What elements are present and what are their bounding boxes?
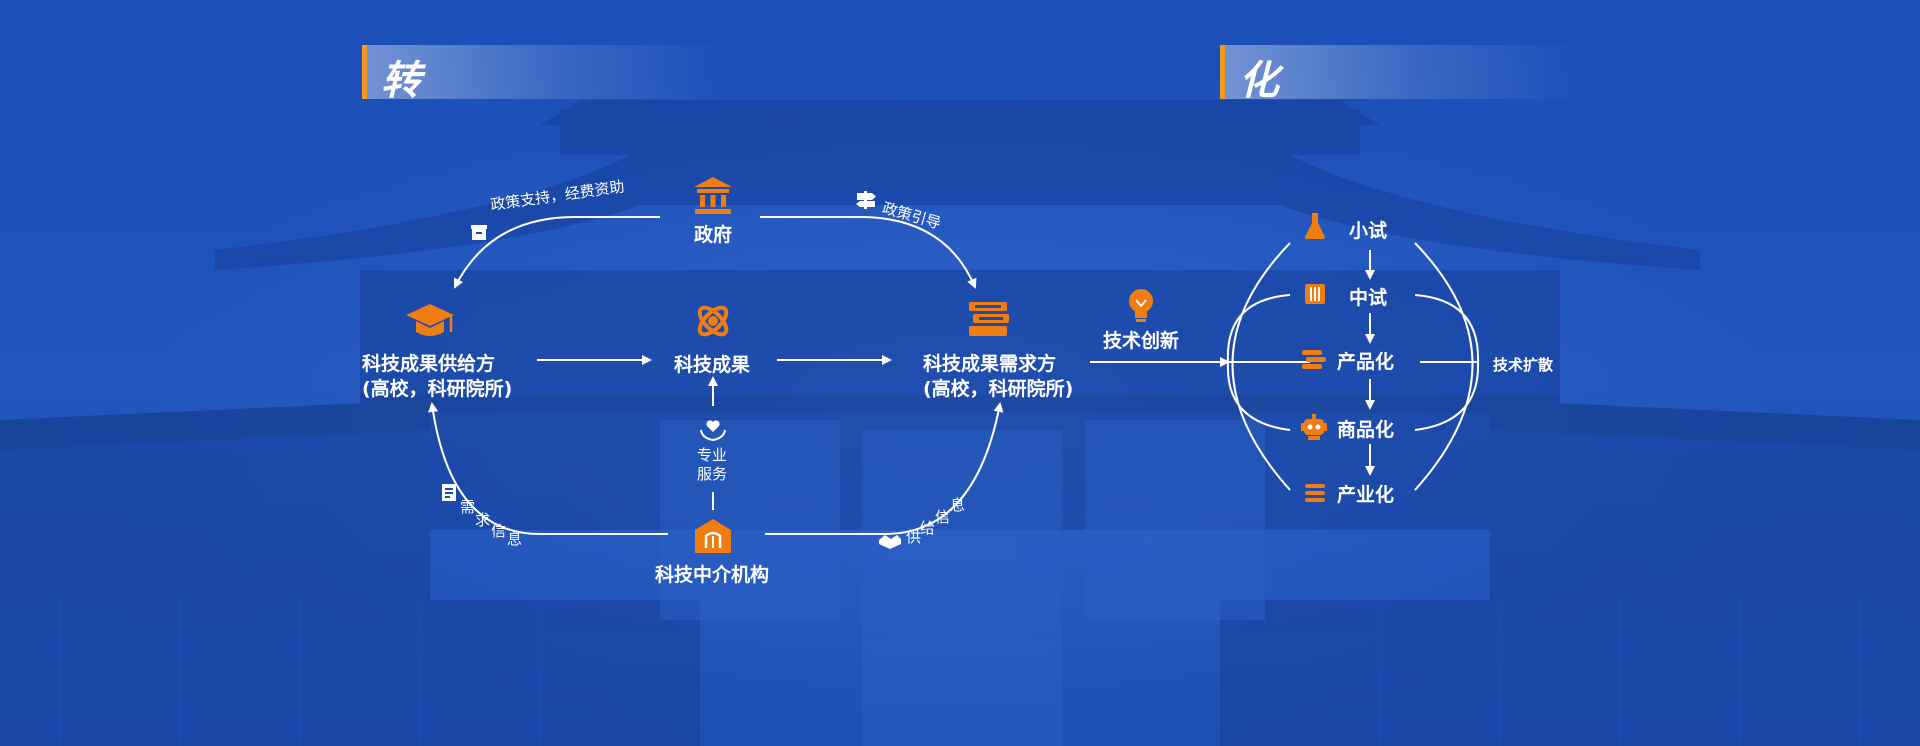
section-title-text: 转: [381, 58, 421, 104]
section-title-hua: 化: [1220, 45, 1585, 104]
node-supplier-line1: 科技成果供给方: [362, 353, 496, 375]
node-government: 政府: [693, 224, 733, 246]
edge-gov-demander: [760, 216, 977, 289]
service-line1: 专业: [696, 446, 728, 464]
edge-gov-supplier: [454, 216, 660, 289]
box-icon: [471, 225, 487, 240]
stage-small-trial: 小试: [1349, 220, 1388, 242]
stage-pilot-trial: 中试: [1349, 287, 1388, 309]
flask-icon: [1305, 213, 1325, 239]
service-line2: 服务: [696, 465, 728, 483]
node-achievement: 科技成果: [673, 354, 751, 376]
graduation-cap-icon: [406, 304, 454, 336]
edge-intermediary-supplier: [428, 402, 668, 535]
signpost-icon: [856, 191, 876, 209]
handshake-icon: [879, 535, 901, 549]
supply-info-char: 给: [920, 519, 936, 537]
books-icon: [969, 302, 1009, 336]
edge-intermediary-demander: [765, 402, 1004, 535]
arc-right-outer: [1414, 242, 1474, 491]
supply-info-char: 息: [950, 496, 966, 514]
node-innovation: 技术创新: [1102, 330, 1180, 352]
layers-icon: [1302, 350, 1326, 369]
document-icon: [442, 484, 456, 501]
supply-info-char: 供: [906, 528, 922, 546]
stage-productization: 产品化: [1337, 351, 1395, 373]
atom-icon: [697, 305, 729, 337]
demand-info-char: 息: [507, 530, 523, 548]
stage-industrialization: 产业化: [1337, 484, 1395, 506]
node-supplier-line2: (高校，科研院所): [362, 378, 513, 400]
section-title-zhuan: 转: [362, 45, 727, 104]
lightbulb-icon: [1129, 289, 1153, 322]
node-intermediary: 科技中介机构: [654, 564, 770, 586]
supply-info-char: 信: [935, 508, 951, 526]
node-demander-line2: (高校，科研院所): [923, 378, 1074, 400]
arc-left-outer: [1231, 242, 1291, 491]
bank-icon: [694, 177, 732, 214]
shop-icon: [695, 519, 731, 553]
demand-info-char: 需: [460, 498, 476, 516]
stack-icon: [1305, 484, 1325, 502]
tech-diffusion-label: 技术扩散: [1493, 356, 1554, 374]
demand-info-char: 求: [475, 511, 491, 529]
demand-info-char: 信: [491, 522, 507, 540]
stage-commercialization: 商品化: [1337, 419, 1395, 441]
node-demander-line1: 科技成果需求方: [923, 353, 1057, 375]
section-title-text: 化: [1239, 58, 1279, 104]
robot-icon: [1301, 414, 1327, 440]
ruler-icon: [1305, 284, 1325, 304]
hands-heart-icon: [700, 420, 726, 442]
